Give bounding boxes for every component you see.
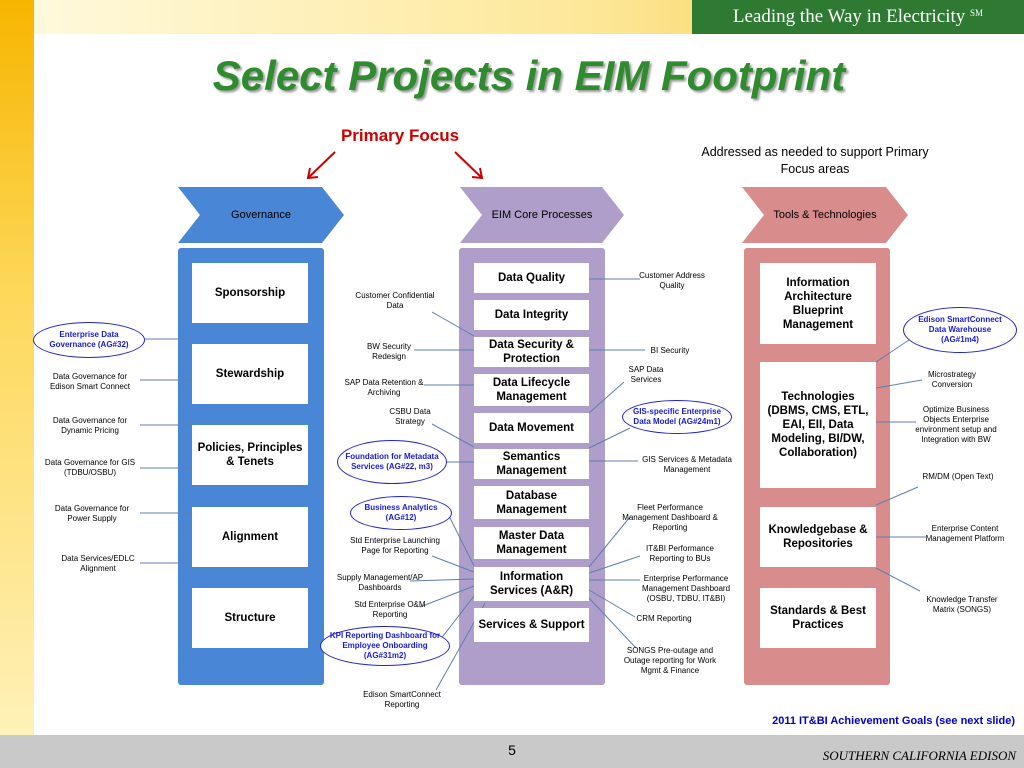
company-name: SOUTHERN CALIFORNIA EDISON	[822, 748, 1016, 763]
tools-chevron	[742, 187, 908, 243]
governance-box-policies: Policies, Principles & Tenets	[192, 425, 308, 485]
tools-connectors	[875, 337, 926, 592]
governance-header: Governance	[231, 209, 291, 221]
core-box-master-data: Master Data Management	[474, 527, 589, 559]
core-right-connectors	[588, 278, 645, 649]
core-box-semantics: Semantics Management	[474, 449, 589, 479]
oval-gis-data-model: GIS-specific Enterprise Data Model (AG#2…	[622, 400, 732, 434]
note-supply-ap: Supply Management/AP Dashboards	[336, 573, 424, 592]
core-box-services-support: Services & Support	[474, 608, 589, 642]
note-ecm: Enterprise Content Management Platform	[925, 524, 1005, 543]
note-dynamic-pricing: Data Governance for Dynamic Pricing	[52, 416, 128, 435]
tools-header: Tools & Technologies	[773, 209, 877, 221]
note-csbu: CSBU Data Strategy	[389, 407, 431, 426]
note-bi-security: BI Security	[650, 346, 690, 355]
tagline-mark: SM	[970, 8, 984, 18]
oval-enterprise-data-governance: Enterprise Data Governance (AG#32)	[33, 322, 145, 358]
oval-smartconnect-warehouse: Edison SmartConnect Data Warehouse (AG#1…	[903, 307, 1017, 353]
core-chevron	[460, 187, 624, 243]
core-box-data-quality: Data Quality	[474, 263, 589, 293]
tagline-banner: Leading the Way in Electricity SM	[692, 0, 1024, 34]
governance-box-sponsorship: Sponsorship	[192, 263, 308, 323]
note-address-quality: Customer Address Quality	[639, 271, 705, 290]
core-box-information-services: Information Services (A&R)	[474, 567, 589, 601]
core-box-data-integrity: Data Integrity	[474, 300, 589, 330]
note-bw-security: BW Security Redesign	[366, 342, 411, 361]
note-knowledge-transfer: Knowledge Transfer Matrix (SONGS)	[926, 595, 998, 614]
core-header: EIM Core Processes	[491, 209, 593, 221]
note-std-om: Std Enterprise O&M Reporting	[354, 600, 426, 619]
focus-arrow-right-head	[471, 167, 484, 180]
note-smart-connect: Data Governance for Edison Smart Connect	[49, 372, 131, 391]
governance-box-structure: Structure	[192, 588, 308, 648]
addressed-label: Addressed as needed to support Primary F…	[701, 145, 929, 176]
note-epm: Enterprise Performance Management Dashbo…	[641, 574, 731, 603]
note-fleet: Fleet Performance Management Dashboard &…	[622, 503, 718, 532]
slide-title: Select Projects in EIM Footprint	[212, 52, 846, 99]
note-sap-services: SAP Data Services	[628, 365, 664, 384]
core-left-connectors	[409, 311, 486, 691]
note-power-supply: Data Governance for Power Supply	[54, 504, 130, 523]
focus-arrow-right	[454, 151, 483, 179]
primary-focus-label: Primary Focus	[340, 126, 460, 145]
note-gis: Data Governance for GIS (TDBU/OSBU)	[44, 458, 136, 477]
oval-metadata-services: Foundation for Metadata Services (AG#22,…	[337, 440, 447, 484]
note-edlc: Data Services/EDLC Alignment	[61, 554, 135, 573]
core-box-data-security: Data Security & Protection	[474, 337, 589, 367]
oval-kpi-dashboard: KPI Reporting Dashboard for Employee Onb…	[320, 626, 450, 666]
note-crm: CRM Reporting	[636, 614, 692, 623]
page-number: 5	[508, 742, 516, 758]
footer-bar	[0, 735, 1024, 768]
note-songs-outage: SONGS Pre-outage and Outage reporting fo…	[623, 646, 717, 675]
governance-connectors	[140, 338, 192, 564]
left-accent-bar	[0, 0, 34, 735]
core-box-database: Database Management	[474, 486, 589, 519]
tools-box-ia-blueprint: Information Architecture Blueprint Manag…	[760, 263, 876, 344]
note-customer-confidential: Customer Confidential Data	[355, 291, 435, 310]
tools-box-standards: Standards & Best Practices	[760, 588, 876, 648]
tagline: Leading the Way in Electricity	[732, 6, 966, 27]
note-gis-services: GIS Services & Metadata Management	[642, 455, 732, 474]
focus-arrow-left	[307, 151, 336, 179]
tools-box-knowledgebase: Knowledgebase & Repositories	[760, 507, 876, 567]
core-box-data-movement: Data Movement	[474, 413, 589, 443]
note-rmdm: RM/DM (Open Text)	[922, 472, 994, 481]
note-sap-retention: SAP Data Retention & Archiving	[344, 378, 424, 397]
governance-box-alignment: Alignment	[192, 507, 308, 567]
note-business-objects: Optimize Business Objects Enterprise env…	[915, 405, 997, 444]
achievement-goals-note: 2011 IT&BI Achievement Goals (see next s…	[772, 715, 1015, 727]
core-box-data-lifecycle: Data Lifecycle Management	[474, 374, 589, 406]
note-std-launching: Std Enterprise Launching Page for Report…	[350, 536, 440, 555]
governance-box-stewardship: Stewardship	[192, 344, 308, 404]
oval-business-analytics: Business Analytics (AG#12)	[350, 496, 452, 530]
tools-box-technologies: Technologies (DBMS, CMS, ETL, EAI, EII, …	[760, 362, 876, 488]
focus-arrow-left-head	[306, 167, 319, 180]
note-microstrategy: Microstrategy Conversion	[927, 370, 976, 389]
governance-chevron	[178, 187, 344, 243]
note-smartconnect-reporting: Edison SmartConnect Reporting	[363, 690, 441, 709]
note-itbi-performance: IT&BI Performance Reporting to BUs	[645, 544, 715, 563]
